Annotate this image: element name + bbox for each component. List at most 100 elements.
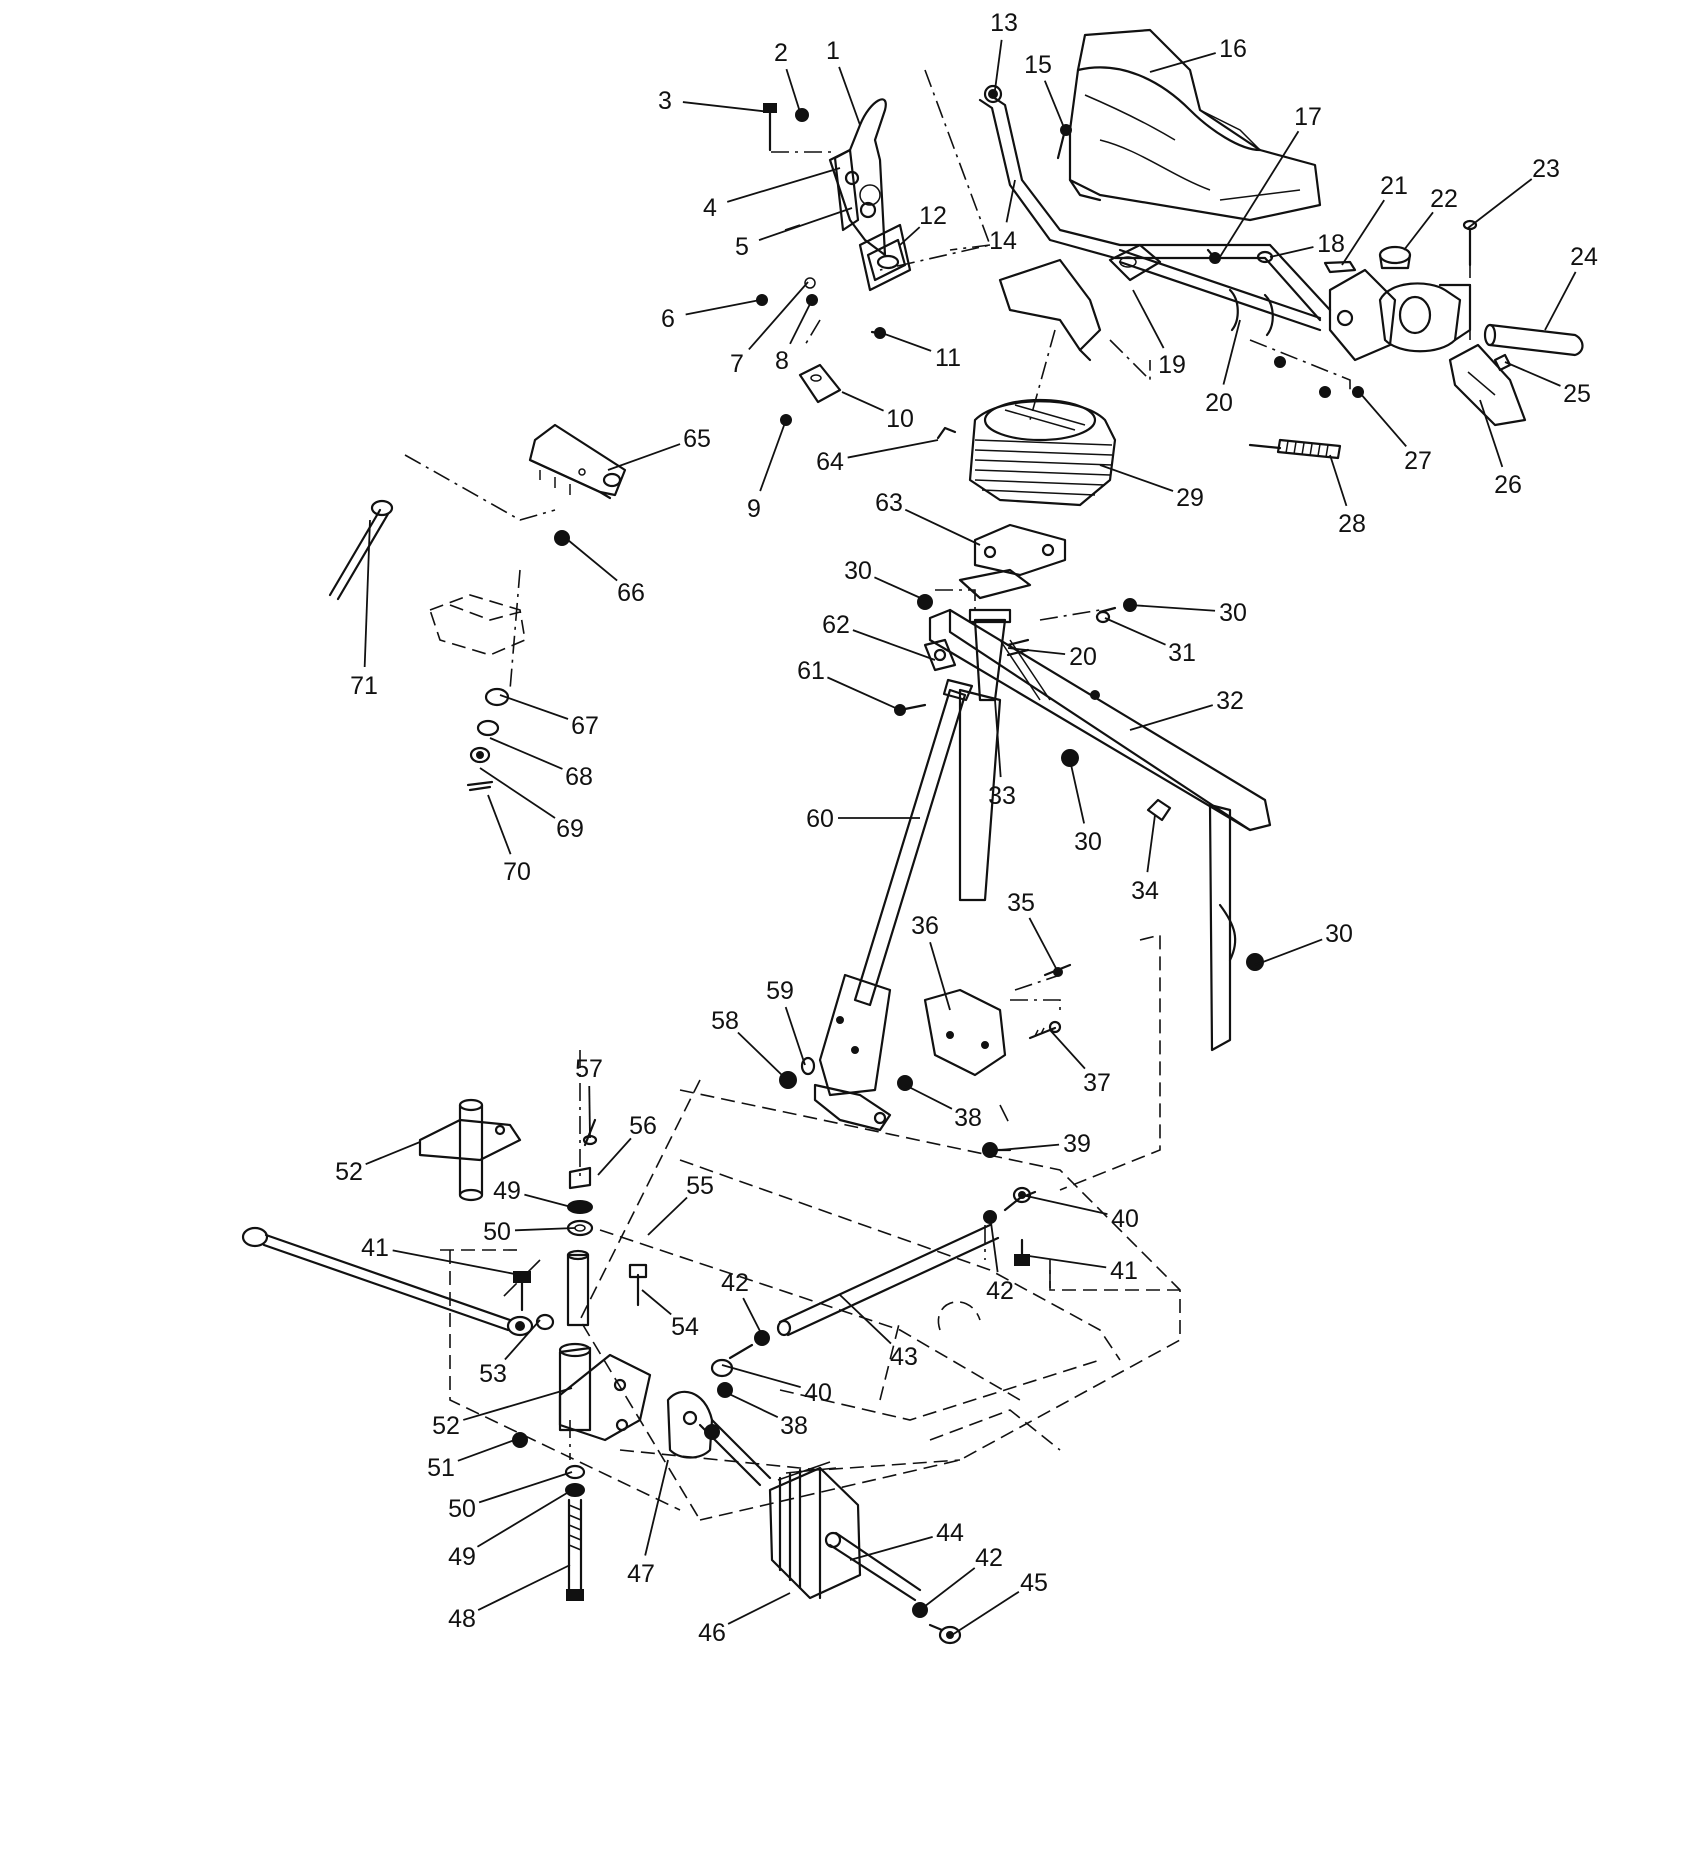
callout-leader: [784, 1006, 806, 1066]
callout-leader: [1269, 246, 1314, 258]
callout-15: 15: [1024, 51, 1066, 131]
callout-leader: [365, 1141, 421, 1166]
callout-45: 45: [951, 1569, 1048, 1636]
boot-29: [968, 398, 1117, 507]
callout-28: 28: [1329, 454, 1366, 538]
stack-49-50-lower: [564, 1464, 586, 1497]
callout-33: 33: [988, 699, 1016, 810]
handlebar-14: [978, 84, 1332, 332]
callout-47: 47: [627, 1459, 669, 1588]
callout-64: 64: [816, 439, 939, 476]
upper-post: [566, 1249, 590, 1327]
callout-50a: 50: [483, 1218, 576, 1246]
bolt-17: [1206, 248, 1221, 264]
callout-leader: [847, 439, 939, 459]
callout-leader: [721, 1364, 801, 1388]
callout-leader: [647, 1196, 688, 1236]
pin-70: [466, 780, 494, 792]
nut-42-middle: [754, 1330, 770, 1346]
callout-number: 43: [890, 1343, 918, 1371]
callout-14: 14: [989, 179, 1017, 255]
long-drag-link: [241, 1226, 534, 1337]
callout-number: 1: [826, 37, 840, 65]
callout-number: 48: [448, 1605, 476, 1633]
callout-leader: [457, 1437, 521, 1462]
callout-17: 17: [1217, 103, 1322, 261]
callout-leader: [1021, 1194, 1108, 1215]
nut-2: [795, 108, 809, 122]
plate-36: [923, 988, 1007, 1077]
callout-number: 2: [774, 39, 788, 67]
callout-4: 4: [703, 167, 841, 222]
callout-number: 29: [1176, 484, 1204, 512]
steering-post-33: [958, 608, 1012, 902]
callout-71: 71: [350, 519, 378, 700]
callout-68: 68: [489, 737, 593, 791]
lower-bracket: [813, 973, 892, 1132]
callout-number: 51: [427, 1454, 455, 1482]
callout-57: 57: [575, 1055, 603, 1139]
callout-30d: 30: [1254, 920, 1353, 966]
callout-number: 30: [1074, 828, 1102, 856]
callout-number: 52: [432, 1412, 460, 1440]
callout-number: 25: [1563, 380, 1591, 408]
callout-leader: [1149, 52, 1216, 73]
callout-leader: [999, 1143, 1060, 1151]
callout-leader: [951, 1591, 1020, 1636]
callout-leader: [994, 699, 1002, 778]
callout-number: 11: [935, 344, 961, 372]
callout-16: 16: [1149, 35, 1247, 73]
callout-number: 42: [721, 1269, 749, 1297]
callout-number: 54: [671, 1313, 699, 1341]
callout-29: 29: [1099, 464, 1204, 512]
spindle-52-upper: [418, 1098, 522, 1202]
callout-leader: [929, 942, 951, 1011]
callout-48: 48: [448, 1564, 571, 1633]
callout-number: 26: [1494, 471, 1522, 499]
stack-49-50-56-57-upper: [566, 1118, 598, 1237]
callout-leader: [727, 1592, 791, 1625]
callout-number: 45: [1020, 1569, 1048, 1597]
callout-number: 30: [844, 557, 872, 585]
callout-42c: 42: [919, 1544, 1003, 1611]
callout-leader: [748, 281, 809, 351]
callout-number: 7: [730, 350, 744, 378]
callout-12: 12: [899, 202, 947, 246]
callout-leader: [839, 1294, 892, 1345]
callout-67: 67: [499, 694, 599, 740]
spring-28: [1248, 438, 1342, 460]
callout-number: 47: [627, 1560, 655, 1588]
callout-58: 58: [711, 1007, 786, 1079]
callout-leader: [724, 1391, 779, 1419]
callout-38a: 38: [904, 1084, 982, 1132]
callout-number: 23: [1532, 155, 1560, 183]
callout-2: 2: [774, 39, 801, 113]
rod-end-40-upper: [1003, 1186, 1037, 1212]
callout-number: 32: [1216, 687, 1244, 715]
callout-19: 19: [1132, 289, 1186, 379]
callout-leader: [487, 794, 512, 855]
callout-number: 49: [493, 1177, 521, 1205]
bolt-41-left: [513, 1271, 531, 1312]
callout-56: 56: [597, 1112, 657, 1176]
hardware-11-6-27: [1274, 356, 1364, 398]
callout-leader: [1544, 271, 1577, 331]
callout-leader: [742, 1297, 763, 1336]
callout-leader: [1341, 199, 1385, 266]
callout-leader: [607, 443, 681, 471]
callout-25: 25: [1504, 361, 1591, 408]
boot-46: [768, 1461, 862, 1600]
callout-40a: 40: [1021, 1194, 1139, 1233]
callout-26: 26: [1479, 399, 1522, 499]
callout-number: 68: [565, 763, 593, 791]
callout-leader: [841, 391, 884, 412]
callout-number: 71: [350, 672, 378, 700]
washers-67-68-69: [469, 687, 510, 764]
callout-number: 17: [1294, 103, 1322, 131]
callout-30b: 30: [1129, 599, 1247, 627]
knob-22: [1378, 245, 1412, 270]
callout-21: 21: [1341, 172, 1408, 266]
callout-number: 19: [1158, 351, 1186, 379]
callout-leader: [852, 629, 936, 661]
callout-number: 30: [1325, 920, 1353, 948]
